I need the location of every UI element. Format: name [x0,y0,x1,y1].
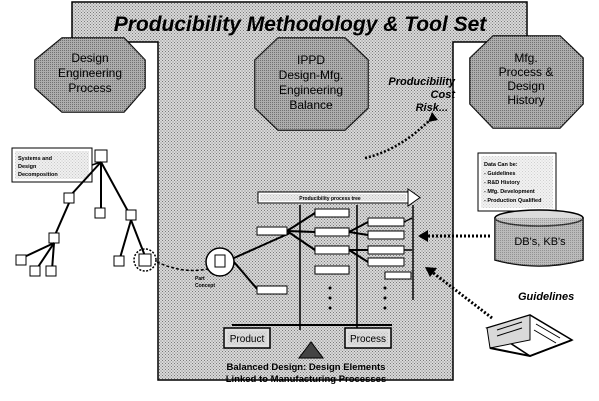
process-bar: Producibility process tree [257,188,421,207]
process-label: Process [350,334,386,345]
bar-label: Producibility process tree [299,196,361,202]
hexagon-design-engineering-process: Design Engineering Process [34,37,146,113]
data-box-item-3: - Mfg. Development [484,189,535,195]
data-box-item-4: - Production Qualified [484,198,541,204]
process-tree [233,205,414,330]
hex-center-line-3: Engineering [279,83,343,97]
hex-left-line-2: Engineering [58,66,122,80]
data-box-item-2: - R&D History [484,180,521,186]
sys-box-line-2: Design [18,164,37,170]
hex-right-line-1: Mfg. [514,51,537,65]
data-box-title: Data Can be: [484,162,518,168]
curved-arrow [364,112,438,160]
data-box-item-1: - Guidelines [484,171,515,177]
caption-line-2: Linked to Manufacturing Processes [226,374,386,385]
product-label: Product [230,334,265,345]
data-sources-box: Data Can be: - Guidelines - R&D History … [477,152,557,212]
part-concept: Part Concept [195,247,235,289]
guidelines-book-icon [485,314,574,358]
guidelines-label: Guidelines [518,291,574,303]
hex-center-line-2: Design-Mfg. [279,68,344,82]
sys-box-line-3: Decomposition [18,172,58,178]
tree-root-node [94,149,108,163]
hexagon-ippd-balance: IPPD Design-Mfg. Engineering Balance [254,37,369,131]
hex-center-line-1: IPPD [297,53,325,67]
producibility-cost-risk-label: Producibility Cost Risk... [388,76,456,114]
hex-left-line-3: Process [68,81,111,95]
page-title: Producibility Methodology & Tool Set [114,13,488,36]
hex-left-line-1: Design [71,51,108,65]
caption-line-1: Balanced Design: Design Elements [227,362,386,373]
hex-right-line-3: Design [507,79,544,93]
database-cylinder: DB's, KB's [494,209,584,267]
hexagon-mfg-process-history: Mfg. Process & Design History [469,35,584,129]
hex-right-line-4: History [507,93,544,107]
part-label-line-1: Part [195,276,205,282]
db-arrow [418,230,490,242]
pcr-line-1: Producibility [388,76,456,88]
fulcrum [298,341,324,359]
db-label: DB's, KB's [514,236,566,248]
balance-scale: Product Process [223,324,392,359]
hex-center-line-4: Balance [289,98,333,112]
pcr-line-3: Risk... [416,102,448,114]
pcr-line-2: Cost [431,89,457,101]
hex-right-line-2: Process & [499,65,554,79]
part-label-line-2: Concept [195,283,215,289]
sys-box-line-1: Systems and [18,156,52,162]
guidelines-arrow [425,267,493,320]
